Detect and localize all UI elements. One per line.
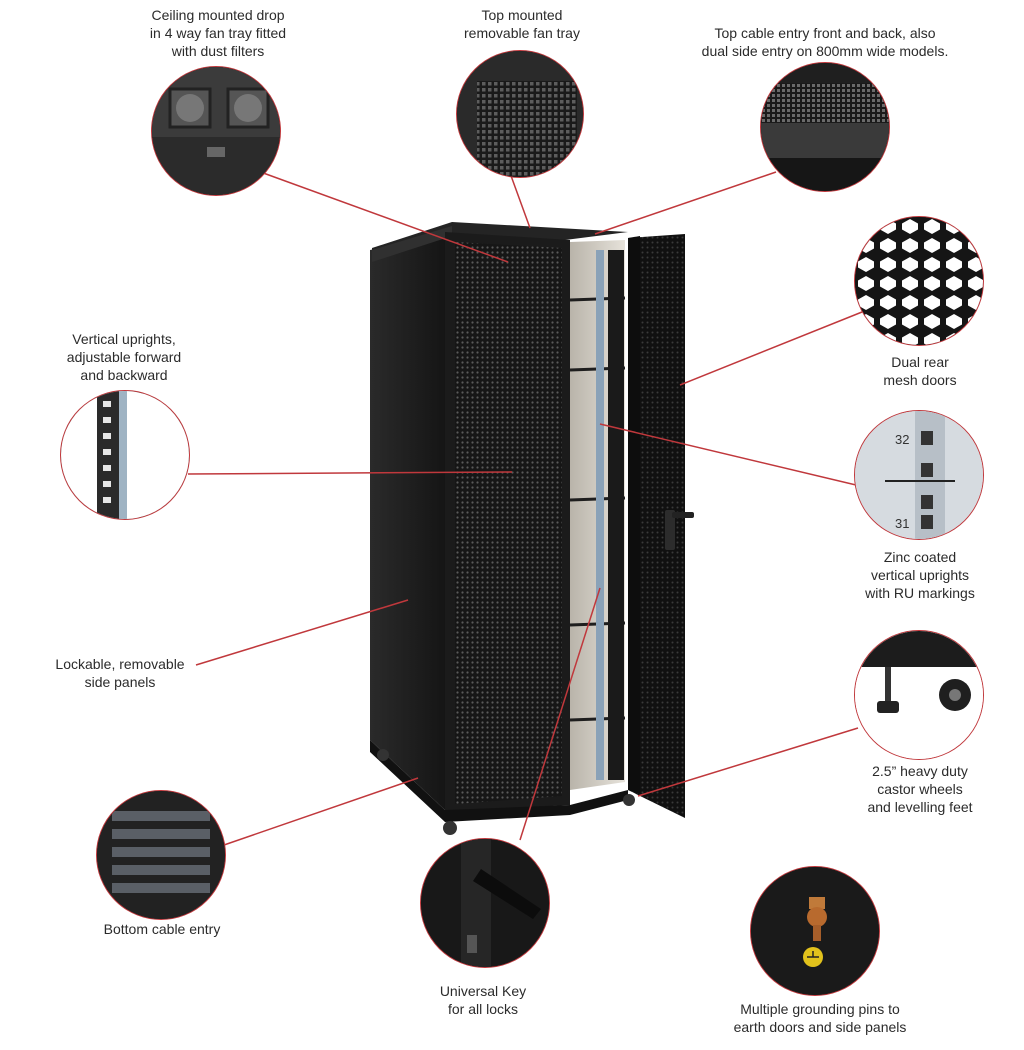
- label-zinc-uprights: Zinc coated vertical uprights with RU ma…: [848, 548, 992, 602]
- leader-top-fan: [509, 172, 531, 229]
- label-line: for all locks: [447, 1001, 519, 1017]
- label-line: removable fan tray: [464, 25, 580, 41]
- label-grounding: Multiple grounding pins to earth doors a…: [710, 1000, 930, 1036]
- label-rear-mesh: Dual rear mesh doors: [850, 353, 990, 389]
- ceiling-fan-photo: [151, 66, 281, 196]
- label-line: vertical uprights: [870, 567, 970, 583]
- label-line: Top mounted: [481, 7, 563, 23]
- leader-bottom-cable: [223, 777, 419, 846]
- label-line: 2.5” heavy duty: [872, 763, 968, 779]
- leader-castors: [637, 727, 859, 797]
- top-cable-photo: [760, 62, 890, 192]
- leader-side-panels: [195, 599, 409, 666]
- label-key: Universal Key for all locks: [408, 982, 558, 1018]
- label-line: Vertical uprights,: [72, 331, 176, 347]
- top-fan-photo: [456, 50, 584, 178]
- label-line: with RU markings: [865, 585, 975, 601]
- label-bottom-cable: Bottom cable entry: [80, 920, 244, 938]
- label-vertical-uprights: Vertical uprights, adjustable forward an…: [44, 330, 204, 384]
- label-top-cable: Top cable entry front and back, also dua…: [680, 24, 970, 60]
- label-line: with dust filters: [171, 43, 265, 59]
- label-line: adjustable forward: [66, 349, 182, 365]
- label-line: side panels: [84, 674, 156, 690]
- label-line: Ceiling mounted drop: [151, 7, 285, 23]
- grounding-photo: [750, 866, 880, 996]
- rear-mesh-photo: [854, 216, 984, 346]
- ru-mark-bottom: 31: [895, 516, 909, 531]
- label-line: castor wheels: [877, 781, 963, 797]
- ru-mark-top: 32: [895, 432, 909, 447]
- zinc-uprights-photo: 32 31: [854, 410, 984, 540]
- bottom-cable-photo: [96, 790, 226, 920]
- leader-ceiling-fan: [254, 169, 509, 263]
- label-line: Multiple grounding pins to: [740, 1001, 900, 1017]
- leader-top-cable: [594, 171, 777, 235]
- label-castors: 2.5” heavy duty castor wheels and levell…: [846, 762, 994, 816]
- label-line: and backward: [80, 367, 168, 383]
- leader-vertical-uprights: [187, 471, 513, 475]
- label-line: dual side entry on 800mm wide models.: [701, 43, 949, 59]
- key-photo: [420, 838, 550, 968]
- leader-key: [519, 587, 601, 841]
- leader-rear-mesh: [679, 311, 863, 386]
- leader-zinc-uprights: [599, 423, 857, 486]
- vertical-uprights-photo: [60, 390, 190, 520]
- label-line: and levelling feet: [867, 799, 973, 815]
- label-line: Zinc coated: [883, 549, 957, 565]
- label-line: in 4 way fan tray fitted: [149, 25, 287, 41]
- label-line: Dual rear: [891, 354, 949, 370]
- label-line: Lockable, removable: [55, 656, 185, 672]
- label-side-panels: Lockable, removable side panels: [40, 655, 200, 691]
- castor-photo: [854, 630, 984, 760]
- label-ceiling-fan: Ceiling mounted drop in 4 way fan tray f…: [118, 6, 318, 60]
- label-line: mesh doors: [883, 372, 957, 388]
- label-line: earth doors and side panels: [733, 1019, 907, 1035]
- label-top-fan: Top mounted removable fan tray: [422, 6, 622, 42]
- label-line: Bottom cable entry: [103, 921, 221, 937]
- label-line: Top cable entry front and back, also: [714, 25, 936, 41]
- label-line: Universal Key: [439, 983, 527, 999]
